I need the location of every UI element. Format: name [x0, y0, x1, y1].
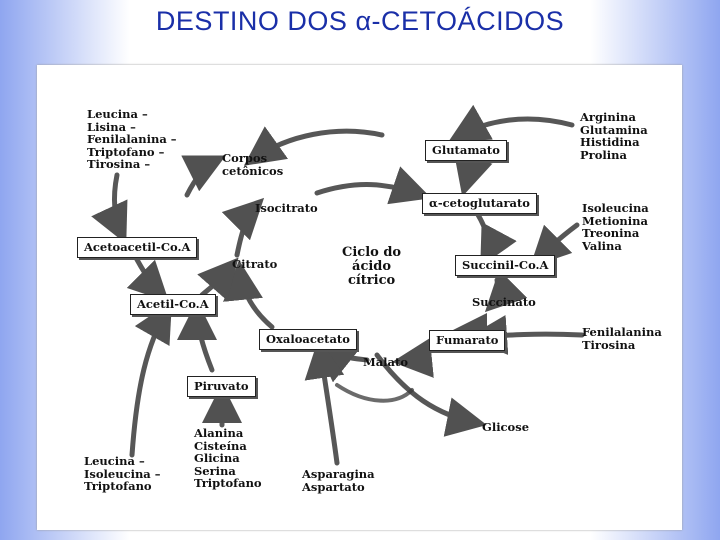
- succinil-coa-box: Succinil-Co.A: [455, 255, 556, 276]
- slide-title: DESTINO DOS α-CETOÁCIDOS: [155, 6, 565, 36]
- amino-acid-label: Alanina: [194, 426, 244, 440]
- amino-acid-label: Histidina: [580, 135, 640, 149]
- ciclo-line: Ciclo do: [342, 245, 402, 260]
- arrow-malato-oxaloacetato: [314, 341, 370, 383]
- amino-acid-label: Leucina –: [87, 107, 148, 121]
- arrow-acetilcoa-citrato: [197, 257, 239, 301]
- amino-acid-label: Arginina: [580, 110, 636, 124]
- alfa-cetoglutarato-box: α-cetoglutarato: [422, 193, 537, 214]
- fumarato-source-amino-acids: Fenilalanina Tirosina: [582, 326, 662, 351]
- amino-acid-label: Prolina: [580, 147, 627, 162]
- oxaloacetato-box: Oxaloacetato: [259, 329, 357, 350]
- ciclo-line: cítrico: [347, 273, 396, 288]
- arrow-corpos-cetonicos: [181, 155, 226, 198]
- ciclo-line: ácido: [352, 259, 392, 274]
- corpos-cetonicos-label: Corpos cetônicos: [222, 152, 283, 177]
- amino-acid-label: Isoleucina: [582, 201, 649, 215]
- amino-acid-label: Serina: [194, 463, 236, 478]
- glucogenic-amino-acids: Alanina Cisteína Glicina Serina Triptofa…: [194, 427, 262, 490]
- amino-acid-label: Tirosina: [582, 337, 636, 352]
- amino-acid-label: Glutamina: [580, 122, 648, 137]
- succinato-label: Succinato: [472, 295, 536, 309]
- arrow-citrato-isocitrato: [221, 197, 265, 258]
- amino-acid-label: Cisteína: [194, 438, 247, 453]
- arrow-malato-loop: [335, 383, 414, 403]
- glicose-label: Glicose: [482, 420, 530, 434]
- arrow-leucina-acetoacetil: [91, 172, 128, 245]
- amino-acid-label: Treonina: [582, 226, 640, 240]
- piruvato-box: Piruvato: [187, 376, 256, 397]
- ciclo-acido-citrico-label: Ciclo do ácido cítrico: [342, 246, 401, 288]
- ketogenic-amino-acids: Leucina – Lisina – Fenilalanina – Tripto…: [87, 108, 177, 171]
- arrow-cetoglutarato-succinil: [474, 210, 517, 267]
- malato-label: Malato: [363, 355, 408, 369]
- amino-acid-label: Glicina: [194, 451, 240, 465]
- citrato-label: Citrato: [232, 257, 278, 271]
- amino-acid-label: Triptofano: [84, 479, 152, 493]
- asparagina-group: Asparagina Aspartato: [302, 468, 375, 493]
- amino-acid-label: Fenilalanina: [582, 325, 662, 339]
- arrow-leucinagroup-acetilcoa: [129, 301, 172, 458]
- metabolic-diagram: Leucina – Lisina – Fenilalanina – Tripto…: [37, 65, 682, 530]
- glutamato-box: Glutamato: [425, 140, 507, 161]
- amino-acid-label: Fenilalanina –: [87, 132, 177, 146]
- arrow-oxaloacetato-citrato: [223, 260, 275, 330]
- isocitrato-label: Isocitrato: [255, 201, 318, 215]
- arrow-isocitrato-cetoglutarato: [314, 166, 432, 205]
- glutamato-source-amino-acids: Arginina Glutamina Histidina Prolina: [580, 111, 648, 161]
- arrow-glutamato-return: [243, 126, 385, 166]
- arrow-oxaloacetato-glicose: [374, 352, 487, 437]
- amino-acid-label: Leucina –: [84, 454, 145, 468]
- acetil-coa-box: Acetil-Co.A: [130, 294, 216, 315]
- amino-acid-label: Lisina –: [87, 119, 136, 134]
- amino-acid-label: Isoleucina –: [84, 466, 161, 481]
- fumarato-box: Fumarato: [429, 330, 506, 351]
- corpos-line: Corpos: [222, 151, 268, 165]
- amino-acid-label: Triptofano: [194, 476, 262, 490]
- arrow-aspartato-oxaloacetato: [304, 338, 345, 466]
- succinil-source-amino-acids: Isoleucina Metionina Treonina Valina: [582, 202, 649, 252]
- arrow-succinil-succinato: [484, 269, 528, 313]
- amino-acid-label: Asparagina: [302, 467, 375, 481]
- arrow-arginina-glutamato: [448, 104, 575, 142]
- amino-acid-label: Triptofano –: [87, 144, 165, 159]
- corpos-line: cetônicos: [222, 163, 284, 178]
- amino-acid-label: Tirosina –: [87, 157, 151, 171]
- acetoacetil-coa-box: Acetoacetil-Co.A: [77, 237, 198, 258]
- acetil-source-amino-acids: Leucina – Isoleucina – Triptofano: [84, 455, 161, 493]
- amino-acid-label: Metionina: [582, 213, 648, 228]
- amino-acid-label: Valina: [582, 238, 622, 253]
- amino-acid-label: Aspartato: [302, 479, 365, 494]
- arrow-piruvato-acetilcoa: [177, 300, 218, 373]
